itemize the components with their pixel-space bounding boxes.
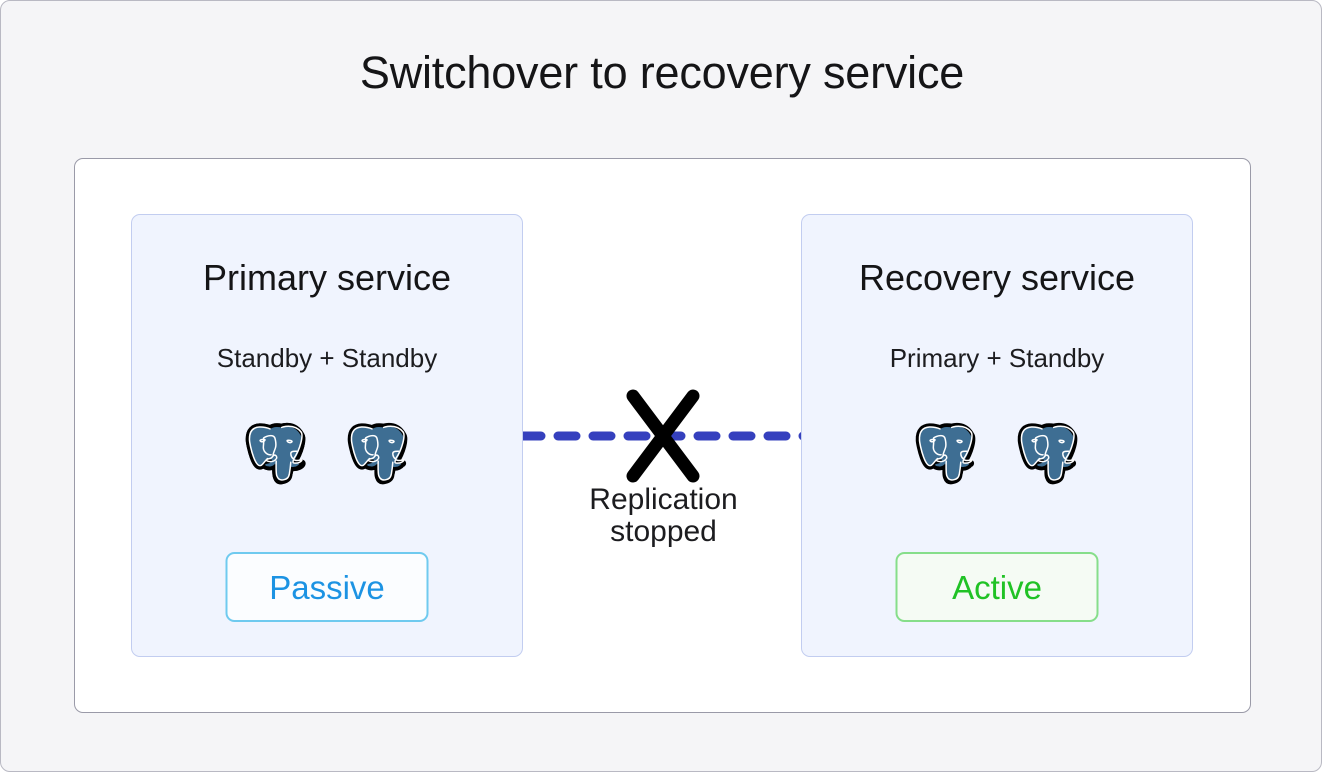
postgresql-elephant-icon: [345, 420, 411, 490]
diagram-panel: Primary service Standby + Standby: [74, 158, 1251, 713]
service-card-primary[interactable]: Primary service Standby + Standby: [131, 214, 523, 657]
service-card-primary-title: Primary service: [202, 257, 452, 298]
cross-mark-icon: [626, 389, 700, 483]
postgresql-elephant-icon: [1015, 420, 1081, 490]
postgresql-elephant-icon: [243, 420, 309, 490]
postgresql-elephant-icon: [913, 420, 979, 490]
service-card-primary-subtitle: Standby + Standby: [216, 343, 438, 373]
service-card-recovery-nodes: [802, 420, 1192, 490]
replication-label-line1: Replication: [589, 483, 738, 516]
service-card-recovery[interactable]: Recovery service Primary + Standby: [801, 214, 1193, 657]
page-title: Switchover to recovery service: [359, 47, 965, 98]
status-badge-passive[interactable]: Passive: [225, 552, 429, 622]
service-card-recovery-subtitle: Primary + Standby: [889, 343, 1105, 373]
status-badge-active[interactable]: Active: [895, 552, 1099, 622]
replication-label-line2: stopped: [610, 515, 717, 549]
replication-status-label: Replication stopped: [523, 483, 804, 549]
service-card-recovery-title: Recovery service: [858, 257, 1136, 298]
replication-connector: [523, 389, 804, 483]
service-card-primary-nodes: [132, 420, 522, 490]
